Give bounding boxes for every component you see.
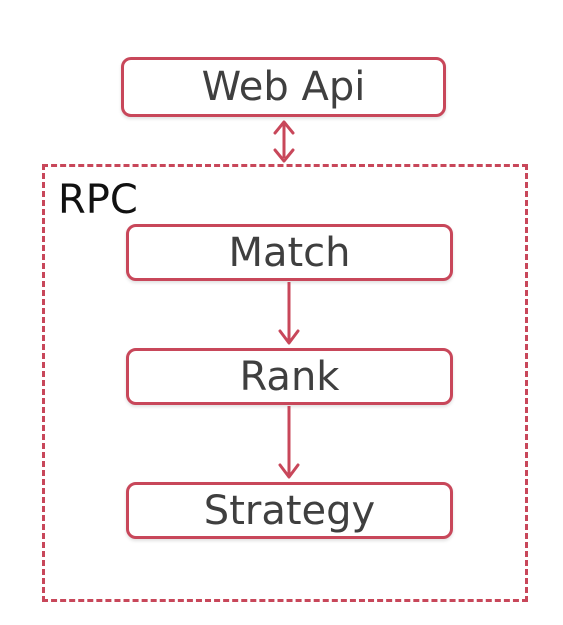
rank-strategy-arrow: [278, 406, 300, 479]
match-label: Match: [228, 229, 351, 276]
web-api-label: Web Api: [201, 64, 366, 110]
match-rank-arrow: [278, 282, 300, 345]
web-api-node: Web Api: [121, 57, 446, 117]
strategy-node: Strategy: [126, 482, 453, 539]
rank-node: Rank: [126, 348, 453, 405]
match-node: Match: [126, 224, 453, 281]
web-api-rpc-connector: [273, 120, 295, 163]
strategy-label: Strategy: [203, 487, 376, 534]
rank-label: Rank: [239, 353, 340, 400]
rpc-container: [42, 164, 528, 602]
rpc-label: RPC: [58, 177, 138, 223]
